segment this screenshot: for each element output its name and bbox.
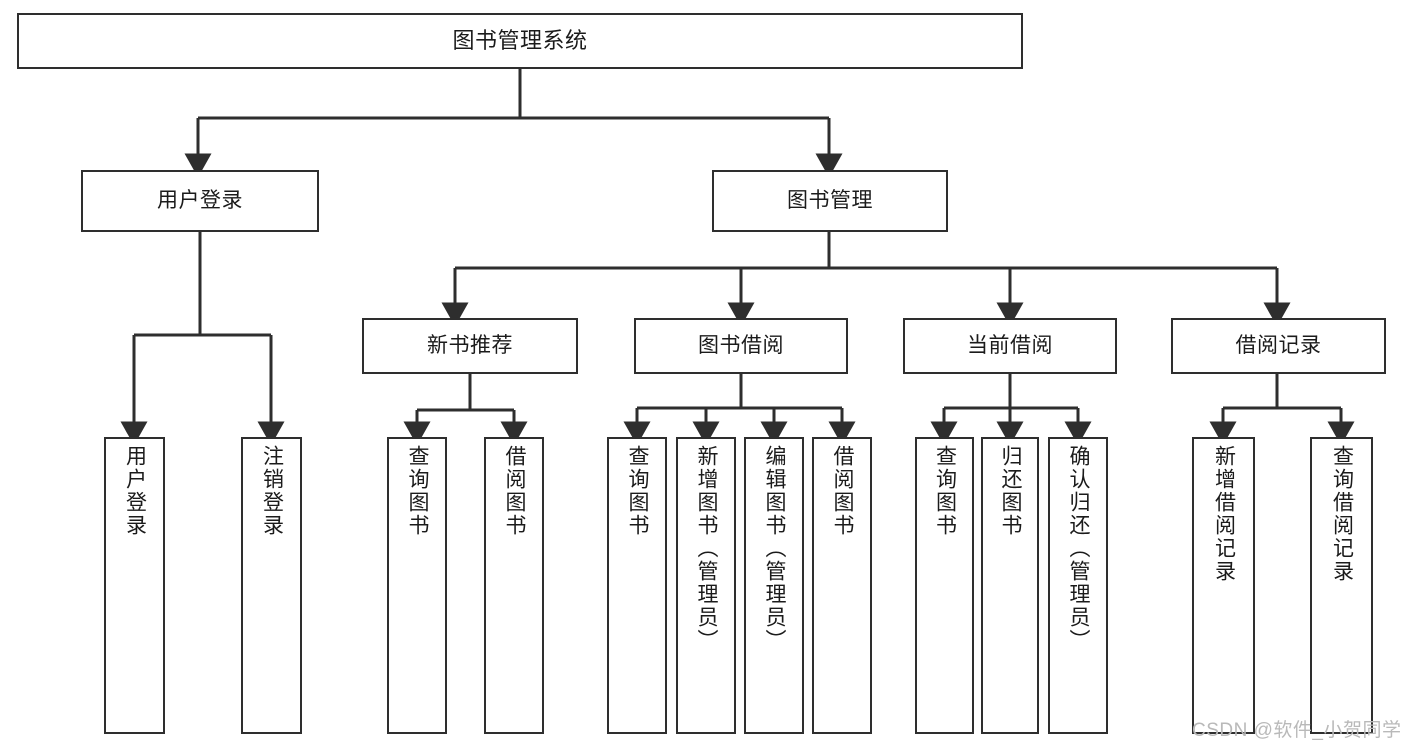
- node-edit-book-admin-label: 编辑图书（管理员）: [763, 445, 787, 652]
- node-user-login-do-label: 用户登录: [123, 445, 147, 537]
- node-current-borrow[interactable]: 当前借阅: [903, 318, 1117, 374]
- node-return-book[interactable]: 归还图书: [981, 437, 1039, 734]
- node-book-manage-label: 图书管理: [787, 188, 873, 212]
- node-user-logout[interactable]: 注销登录: [241, 437, 302, 734]
- node-borrow-record[interactable]: 借阅记录: [1171, 318, 1386, 374]
- node-borrow-book[interactable]: 借阅图书: [812, 437, 872, 734]
- node-query-book-recommend[interactable]: 查询图书: [387, 437, 447, 734]
- node-confirm-return-admin[interactable]: 确认归还（管理员）: [1048, 437, 1108, 734]
- csdn-watermark: CSDN @软件_小贺同学: [1192, 720, 1402, 741]
- node-confirm-return-admin-label: 确认归还（管理员）: [1067, 445, 1091, 652]
- node-return-book-label: 归还图书: [999, 445, 1023, 537]
- node-borrow-book-label: 借阅图书: [831, 445, 855, 537]
- node-borrow-record-label: 借阅记录: [1235, 333, 1322, 357]
- node-query-borrow-record[interactable]: 查询借阅记录: [1310, 437, 1373, 734]
- node-new-book-recommend-label: 新书推荐: [427, 333, 513, 357]
- node-new-book-recommend[interactable]: 新书推荐: [362, 318, 578, 374]
- node-query-book-borrow-label: 查询图书: [626, 445, 650, 537]
- node-user-login-label: 用户登录: [157, 188, 243, 212]
- node-user-login[interactable]: 用户登录: [81, 170, 319, 232]
- node-query-book-recommend-label: 查询图书: [406, 445, 430, 537]
- node-edit-book-admin[interactable]: 编辑图书（管理员）: [744, 437, 804, 734]
- node-book-borrow-label: 图书借阅: [698, 333, 784, 357]
- node-root[interactable]: 图书管理系统: [17, 13, 1023, 69]
- node-user-logout-label: 注销登录: [260, 445, 284, 537]
- node-query-book-current[interactable]: 查询图书: [915, 437, 974, 734]
- node-query-book-borrow[interactable]: 查询图书: [607, 437, 667, 734]
- node-query-book-current-label: 查询图书: [933, 445, 957, 537]
- node-borrow-book-recommend[interactable]: 借阅图书: [484, 437, 544, 734]
- node-current-borrow-label: 当前借阅: [967, 333, 1053, 357]
- node-book-borrow[interactable]: 图书借阅: [634, 318, 848, 374]
- node-add-book-admin[interactable]: 新增图书（管理员）: [676, 437, 736, 734]
- node-root-label: 图书管理系统: [452, 27, 588, 53]
- node-borrow-book-recommend-label: 借阅图书: [503, 445, 527, 537]
- node-add-book-admin-label: 新增图书（管理员）: [695, 445, 719, 652]
- node-book-manage[interactable]: 图书管理: [712, 170, 948, 232]
- node-add-borrow-record[interactable]: 新增借阅记录: [1192, 437, 1255, 734]
- node-user-login-do[interactable]: 用户登录: [104, 437, 165, 734]
- node-add-borrow-record-label: 新增借阅记录: [1212, 445, 1236, 583]
- node-query-borrow-record-label: 查询借阅记录: [1330, 445, 1354, 583]
